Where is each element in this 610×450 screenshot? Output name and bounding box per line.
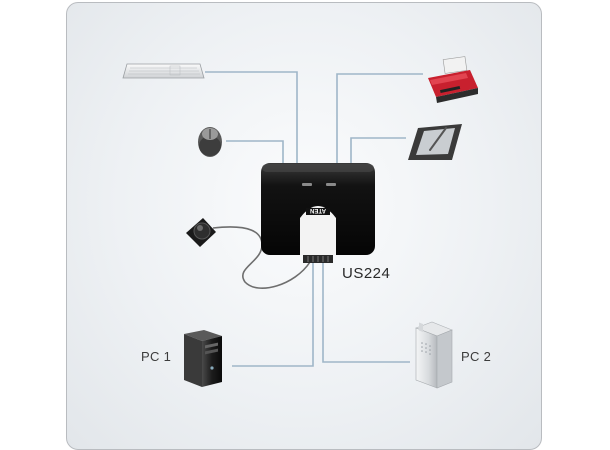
- pc2-cable: [322, 262, 410, 363]
- pc1-cable: [232, 262, 314, 367]
- device-model-label: US224: [342, 265, 391, 282]
- mouse-cable: [226, 140, 284, 164]
- remote-selector-cable: [212, 226, 311, 289]
- port-led-2: [326, 183, 336, 186]
- pc2-label: PC 2: [461, 349, 492, 364]
- port-select-button: [300, 206, 336, 255]
- svg-text:ATEN: ATEN: [310, 207, 326, 213]
- mac-pro-tower-icon: [415, 321, 453, 389]
- tablet-cable: [350, 137, 406, 164]
- keyboard-cable: [205, 71, 298, 164]
- mouse-icon: [198, 127, 222, 157]
- printer-icon: [428, 56, 478, 103]
- port-led-1: [302, 183, 312, 186]
- remote-port-selector-icon: [186, 218, 216, 247]
- pc1-label: PC 1: [141, 349, 172, 364]
- printer-cable: [336, 73, 423, 164]
- keyboard-icon: [122, 63, 205, 79]
- connection-lines: [205, 71, 423, 367]
- tower-pc-icon: [184, 330, 222, 387]
- graphics-tablet-icon: [408, 124, 462, 160]
- aten-logo: ATEN: [306, 207, 330, 215]
- kvm-switch-device: ATEN: [261, 163, 375, 263]
